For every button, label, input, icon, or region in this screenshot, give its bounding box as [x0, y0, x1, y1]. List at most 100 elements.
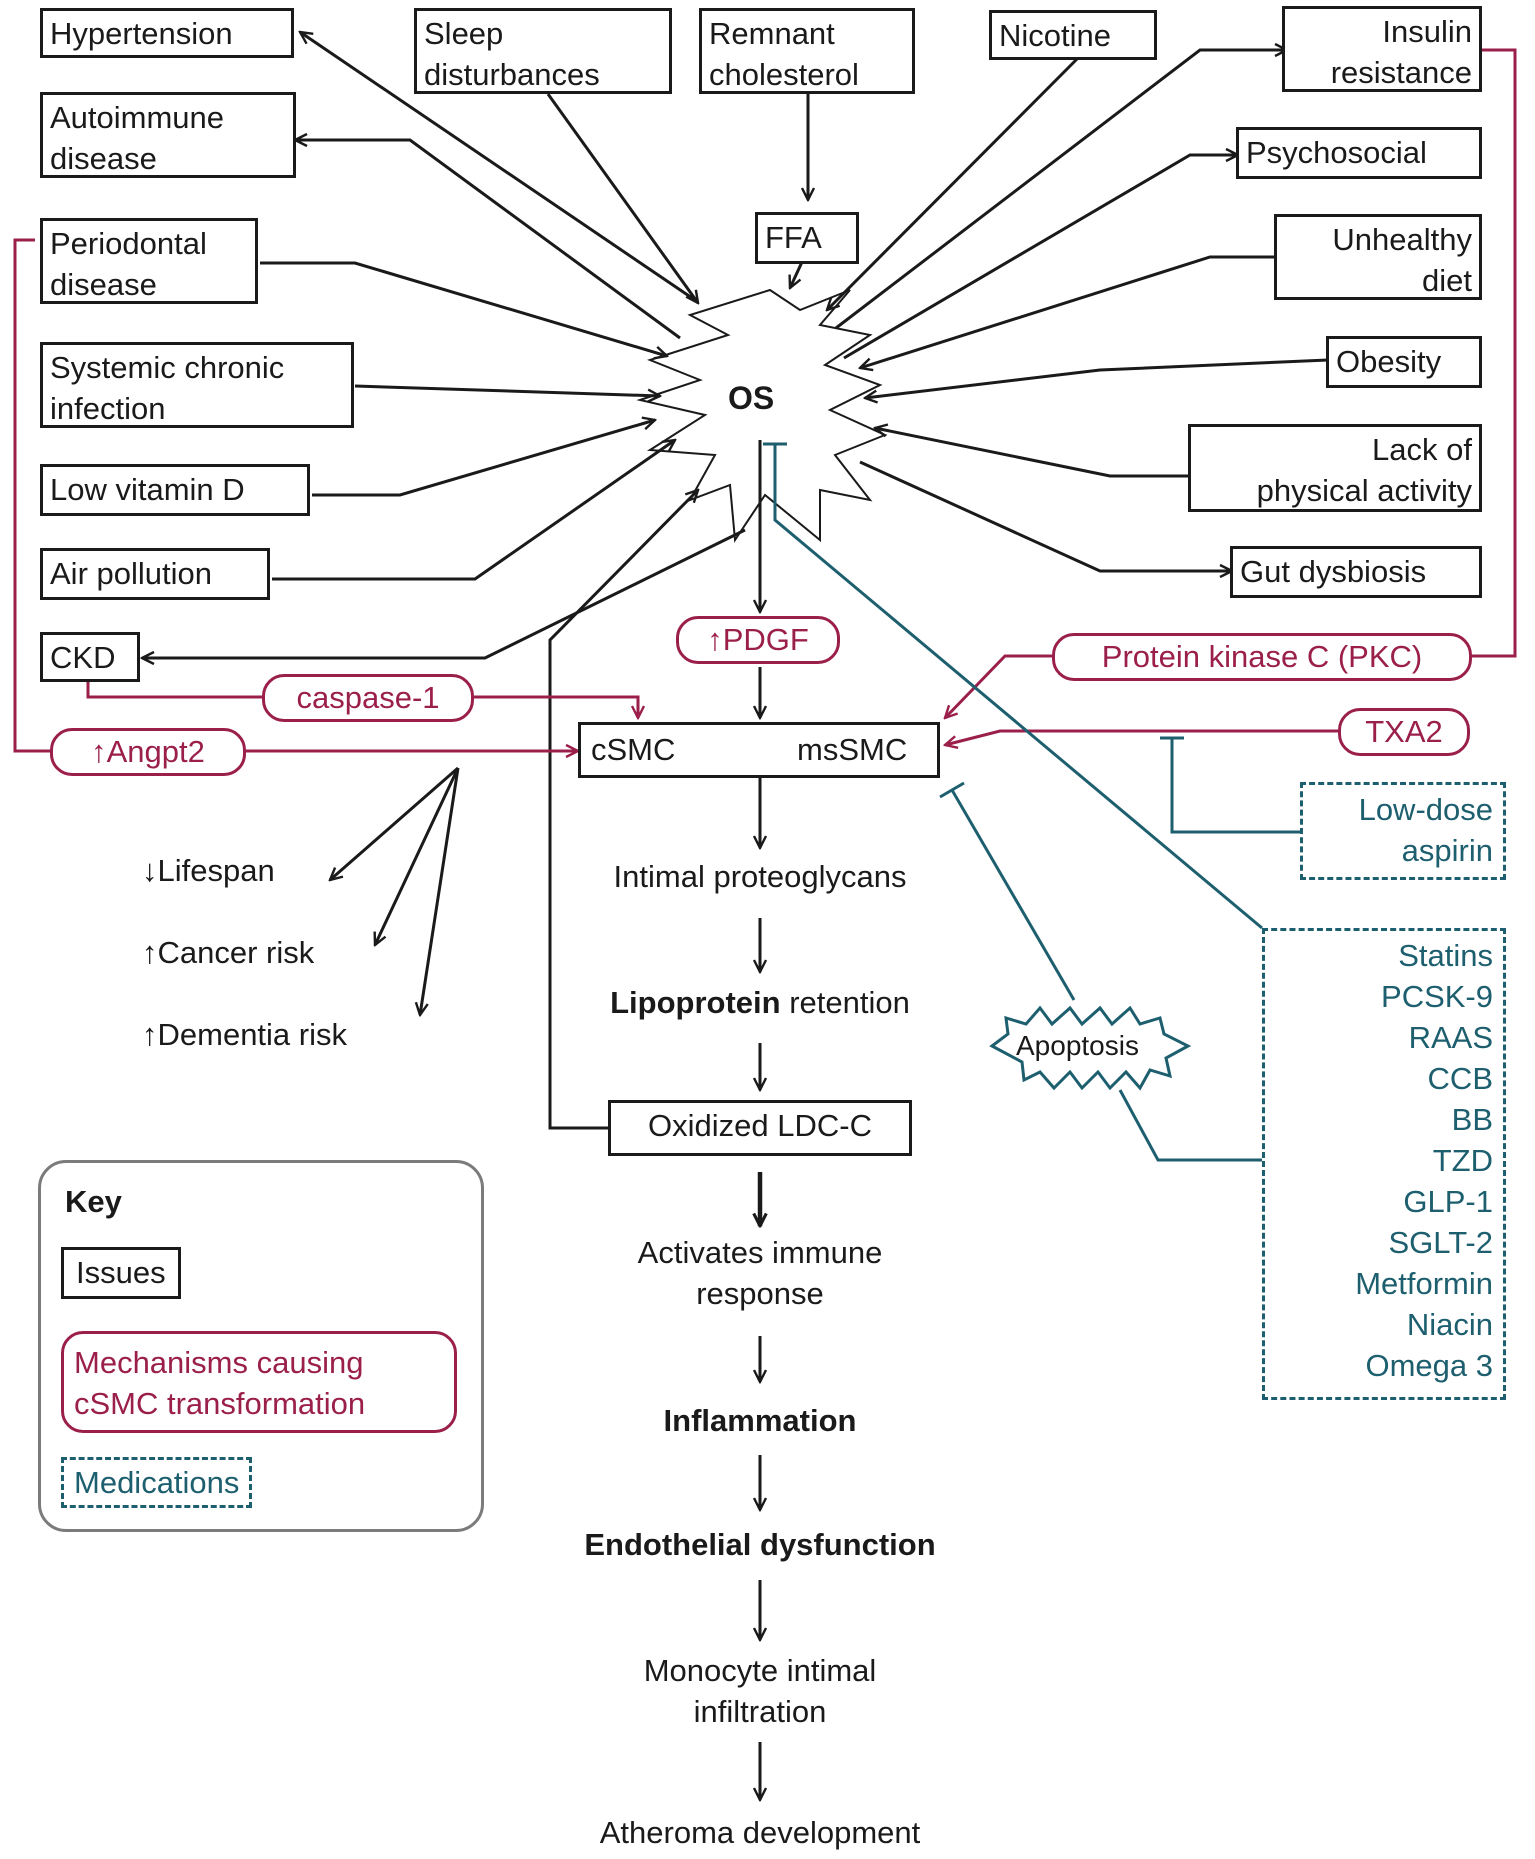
arrow-air-os	[272, 440, 675, 581]
cascade-retention-bold: Lipoprotein	[610, 985, 781, 1020]
issue-unhealthy-diet: Unhealthy diet	[1274, 214, 1482, 300]
medication-aspirin-line-2: aspirin	[1401, 833, 1493, 868]
mechanism-pkc: Protein kinase C (PKC)	[1052, 633, 1472, 681]
mechanism-caspase-1: caspase-1	[262, 674, 474, 722]
arrow-sleep-os	[546, 93, 698, 303]
os-starburst	[636, 288, 888, 543]
medication-low-dose-aspirin: Low-dose aspirin	[1300, 782, 1506, 880]
medication-bb: BB	[1451, 1102, 1493, 1137]
issue-systemic-chronic-infection: Systemic chronic infection	[40, 342, 354, 428]
arrow-ckd-caspase	[86, 681, 264, 699]
issue-nicotine: Nicotine	[989, 10, 1157, 60]
os-node: OS	[728, 380, 775, 416]
cascade-inflammation: Inflammation	[663, 1403, 857, 1438]
outcome-lifespan: ↓Lifespan	[142, 853, 275, 888]
arrow-os-hypertension	[300, 32, 696, 302]
issue-periodontal-line-2: disease	[50, 267, 157, 302]
arrow-hub-cancer	[375, 767, 460, 945]
inhibit-apoptosis-mssmc	[950, 789, 1076, 1001]
issue-autoimmune-line-2: disease	[50, 141, 157, 176]
issue-ffa: FFA	[755, 212, 859, 264]
mechanism-pdgf: ↑PDGF	[676, 616, 840, 664]
arrow-physical-os	[875, 428, 1190, 478]
issue-autoimmune-disease: Autoimmune disease	[40, 92, 296, 178]
issue-ckd: CKD	[40, 632, 140, 682]
issue-sleep-line-1: Sleep	[424, 16, 504, 51]
cascade-monocyte-line-1: Monocyte intimal	[643, 1653, 877, 1688]
cascade-immune-line-2: response	[696, 1276, 824, 1311]
issue-sleep-disturbances: Sleep disturbances	[414, 8, 672, 94]
issue-systemic-line-2: infection	[50, 391, 166, 426]
medication-metformin: Metformin	[1355, 1266, 1493, 1301]
cascade-immune-response: Activates immune response	[540, 1232, 980, 1314]
issue-low-vitamin-d: Low vitamin D	[40, 464, 310, 516]
key-mechanisms-line-2: cSMC transformation	[74, 1386, 366, 1421]
arrow-os-insulin	[835, 50, 1287, 330]
cascade-monocyte-line-2: infiltration	[693, 1694, 827, 1729]
arrow-pkc-mssmc	[945, 654, 1052, 718]
key-medications-swatch: Medications	[61, 1457, 253, 1508]
cascade-immune-line-1: Activates immune	[637, 1235, 883, 1270]
arrow-os-gut	[859, 460, 1232, 571]
issue-diet-line-1: Unhealthy	[1332, 222, 1472, 257]
medication-statins: Statins	[1398, 938, 1493, 973]
medication-raas: RAAS	[1408, 1020, 1493, 1055]
issue-periodontal-line-1: Periodontal	[50, 226, 207, 261]
arrow-systemic-os	[354, 384, 660, 396]
arrow-obesity-os	[865, 358, 1329, 398]
csmc-label: cSMC	[591, 732, 676, 767]
issue-psychosocial: Psychosocial	[1236, 127, 1482, 179]
key-issues-swatch: Issues	[61, 1247, 181, 1299]
arrow-periodontal-os	[260, 261, 667, 356]
medication-glp1: GLP-1	[1403, 1184, 1493, 1219]
issue-sleep-line-2: disturbances	[424, 57, 600, 92]
arrow-vitamin-os	[312, 420, 655, 497]
apoptosis-label: Apoptosis	[1016, 1030, 1139, 1061]
arrow-hub-dementia	[420, 767, 460, 1015]
arrow-oxldl-os	[548, 490, 698, 1130]
issue-oxidized-ldl: Oxidized LDC-C	[608, 1100, 912, 1156]
medication-niacin: Niacin	[1406, 1307, 1493, 1342]
medication-omega3: Omega 3	[1365, 1348, 1493, 1383]
line-periodontal-angpt2	[13, 238, 52, 753]
medication-sglt2: SGLT-2	[1388, 1225, 1493, 1260]
medication-ccb: CCB	[1427, 1061, 1493, 1096]
issue-air-pollution: Air pollution	[40, 548, 270, 600]
issue-systemic-line-1: Systemic chronic	[50, 350, 285, 385]
issue-autoimmune-line-1: Autoimmune	[50, 100, 225, 135]
cascade-atheroma-development: Atheroma development	[599, 1815, 921, 1850]
medication-list: Statins PCSK-9 RAAS CCB BB TZD GLP-1 SGL…	[1262, 928, 1506, 1400]
arrow-hub-lifespan	[330, 766, 459, 880]
issue-gut-dysbiosis: Gut dysbiosis	[1230, 546, 1482, 598]
issue-diet-line-2: diet	[1422, 263, 1472, 298]
apoptosis-starburst	[989, 1005, 1192, 1091]
key-panel: Key Issues Mechanisms causing cSMC trans…	[38, 1160, 484, 1532]
cascade-retention-rest: retention	[780, 985, 910, 1020]
medication-pcsk9: PCSK-9	[1381, 979, 1493, 1014]
issue-periodontal-disease: Periodontal disease	[40, 218, 258, 304]
issue-remnant-cholesterol: Remnant cholesterol	[699, 8, 915, 94]
issue-physical-line-2: physical activity	[1256, 473, 1472, 508]
issue-lack-physical-activity: Lack of physical activity	[1188, 424, 1482, 512]
issue-physical-line-1: Lack of	[1372, 432, 1472, 467]
inhibit-meds-os	[773, 444, 1263, 930]
medication-aspirin-line-1: Low-dose	[1358, 792, 1493, 827]
issue-remnant-line-2: cholesterol	[709, 57, 859, 92]
inhibit-aspirin-txa2	[1170, 738, 1300, 834]
issue-insulin-resistance: Insulin resistance	[1282, 6, 1482, 92]
arrow-diet-os	[860, 255, 1277, 368]
issue-hypertension: Hypertension	[40, 8, 294, 58]
arrow-os-psychosocial	[843, 155, 1238, 360]
cascade-lipoprotein-retention: Lipoprotein retention	[540, 982, 980, 1023]
arrow-ffa-os	[790, 261, 804, 288]
medication-tzd: TZD	[1432, 1143, 1493, 1178]
arrow-txa2-mssmc	[945, 729, 1338, 745]
arrow-os-ckd	[142, 528, 746, 658]
issue-obesity: Obesity	[1326, 336, 1482, 388]
issue-insulin-line-1: Insulin	[1382, 14, 1472, 49]
issue-remnant-line-1: Remnant	[709, 16, 835, 51]
smc-box: cSMC msSMC	[578, 722, 940, 778]
arrow-os-autoimmune	[295, 140, 681, 340]
mechanism-txa2: TXA2	[1338, 708, 1470, 756]
